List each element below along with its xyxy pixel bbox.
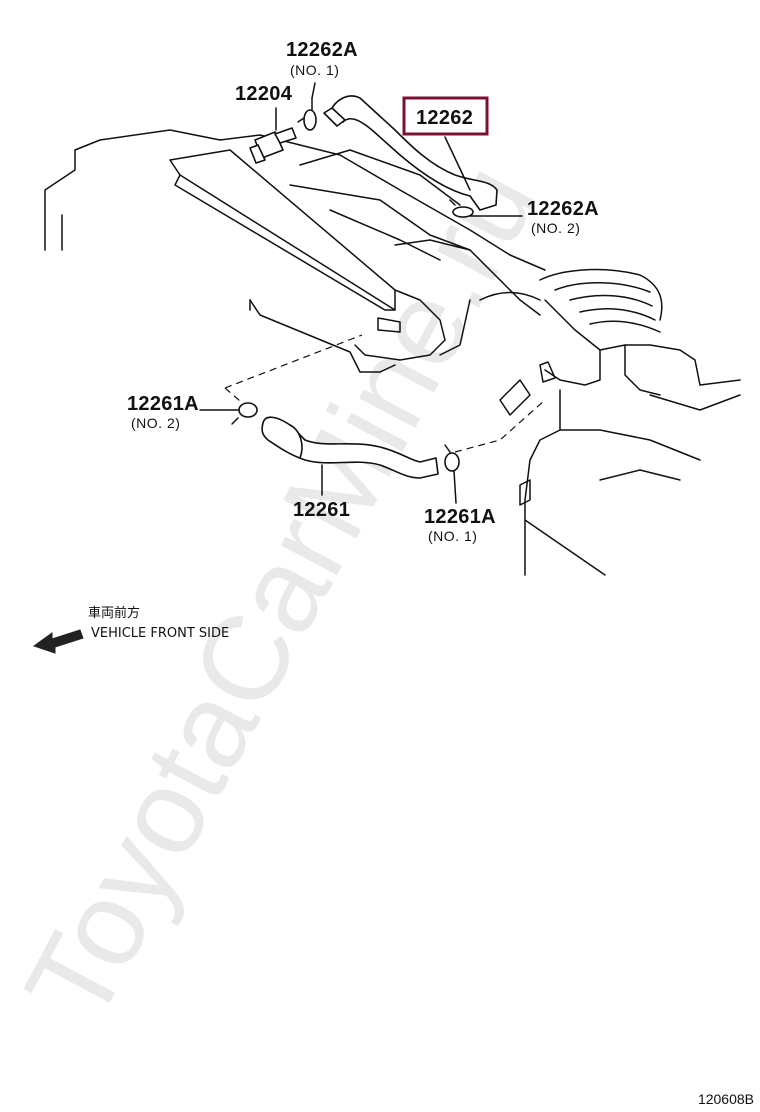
clamp-12262a-no1[interactable] bbox=[297, 97, 317, 131]
ventilation-hose-12262[interactable] bbox=[323, 95, 498, 211]
direction-note-jp: 車両前方 bbox=[88, 605, 140, 621]
vehicle-front-note: 車両前方 VEHICLE FRONT SIDE bbox=[32, 605, 229, 654]
callout-12261a-no2[interactable]: 12261A (NO. 2) bbox=[127, 393, 199, 431]
part-number-12204: 12204 bbox=[235, 83, 293, 105]
leader-lines bbox=[199, 82, 523, 504]
clamp-12261a-no2[interactable] bbox=[231, 402, 258, 425]
callout-12262a-no2[interactable]: 12262A (NO. 2) bbox=[527, 198, 599, 236]
part-number-12262a: 12262A bbox=[527, 198, 599, 220]
ventilation-hose-12261[interactable] bbox=[261, 416, 439, 479]
part-subtype: (NO. 2) bbox=[131, 415, 180, 431]
part-number-12261a: 12261A bbox=[127, 393, 199, 415]
part-number-12261a: 12261A bbox=[424, 506, 496, 528]
engine-outline bbox=[44, 129, 741, 576]
part-subtype: (NO. 1) bbox=[428, 528, 477, 544]
callout-12261[interactable]: 12261 bbox=[293, 499, 350, 521]
part-number-12262: 12262 bbox=[416, 107, 473, 129]
figure-id: 120608B bbox=[698, 1091, 754, 1107]
watermark-text: ToyotaCarMine.ru bbox=[0, 143, 563, 1042]
callout-12262[interactable]: 12262 bbox=[402, 96, 489, 136]
highlight-box bbox=[402, 96, 489, 136]
direction-note-en: VEHICLE FRONT SIDE bbox=[91, 626, 229, 641]
clamp-12261a-no1[interactable] bbox=[444, 444, 460, 472]
part-subtype: (NO. 2) bbox=[531, 220, 580, 236]
front-arrow-icon bbox=[32, 629, 84, 654]
clamp-12262a-no2[interactable] bbox=[449, 199, 474, 218]
callout-12204[interactable]: 12204 bbox=[235, 83, 293, 105]
callout-12261a-no1[interactable]: 12261A (NO. 1) bbox=[424, 506, 496, 544]
part-subtype: (NO. 1) bbox=[290, 62, 339, 78]
watermark: ToyotaCarMine.ru bbox=[0, 143, 563, 1042]
part-number-12261: 12261 bbox=[293, 499, 350, 521]
pcv-valve[interactable] bbox=[249, 127, 297, 164]
callout-12262a-no1[interactable]: 12262A (NO. 1) bbox=[286, 39, 358, 78]
part-number-12262a: 12262A bbox=[286, 39, 358, 61]
